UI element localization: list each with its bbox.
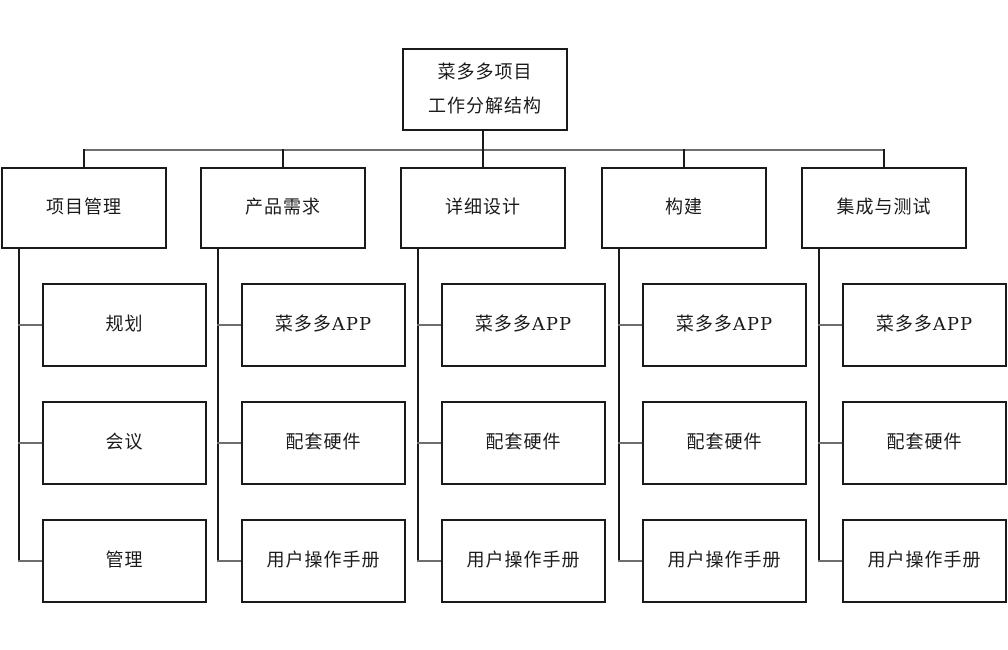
- connector-branch-2-stub-1: [217, 324, 241, 326]
- branch-node-integration-testing: 集成与测试: [801, 167, 967, 249]
- leaf-label: 会议: [105, 432, 144, 453]
- connector-branch-2-stub-2: [217, 442, 241, 444]
- connector-branch-drop-3: [482, 149, 484, 168]
- branch-label: 构建: [665, 197, 703, 218]
- root-title-line2: 工作分解结构: [428, 95, 542, 117]
- connector-branch-1-stub-2: [18, 442, 42, 444]
- connector-branch-5-vertical: [818, 249, 820, 562]
- branch-node-project-management: 项目管理: [1, 167, 167, 249]
- connector-branch-5-stub-2: [818, 442, 842, 444]
- connector-branch-4-vertical: [618, 249, 620, 562]
- branch-label: 项目管理: [46, 197, 122, 218]
- leaf-label: 配套硬件: [285, 432, 362, 453]
- leaf-node: 配套硬件: [842, 401, 1007, 485]
- branch-label: 集成与测试: [836, 197, 932, 218]
- leaf-label: 用户操作手册: [466, 550, 581, 571]
- leaf-label: 用户操作手册: [867, 550, 982, 571]
- leaf-label: 管理: [105, 550, 144, 571]
- branch-node-product-requirements: 产品需求: [200, 167, 366, 249]
- connector-branch-5-stub-1: [818, 324, 842, 326]
- leaf-label: 菜多多APP: [875, 314, 974, 335]
- leaf-node: 规划: [42, 283, 207, 367]
- connector-branch-1-stub-1: [18, 324, 42, 326]
- connector-branch-4-stub-2: [618, 442, 642, 444]
- connector-branch-3-vertical: [417, 249, 419, 562]
- leaf-label: 菜多多APP: [274, 314, 373, 335]
- leaf-label: 规划: [105, 314, 144, 335]
- leaf-node: 用户操作手册: [241, 519, 406, 603]
- connector-branch-drop-5: [883, 149, 885, 168]
- connector-branch-4-stub-1: [618, 324, 642, 326]
- connector-branch-drop-4: [683, 149, 685, 168]
- leaf-node: 用户操作手册: [842, 519, 1007, 603]
- leaf-label: 菜多多APP: [675, 314, 774, 335]
- leaf-node: 菜多多APP: [642, 283, 807, 367]
- connector-root-drop: [482, 131, 484, 151]
- leaf-node: 配套硬件: [241, 401, 406, 485]
- branch-node-detailed-design: 详细设计: [400, 167, 566, 249]
- branch-node-build: 构建: [601, 167, 767, 249]
- connector-branch-2-vertical: [217, 249, 219, 562]
- leaf-label: 配套硬件: [686, 432, 763, 453]
- connector-branch-1-vertical: [18, 249, 20, 562]
- connector-branch-3-stub-1: [417, 324, 441, 326]
- leaf-label: 配套硬件: [886, 432, 963, 453]
- leaf-node: 菜多多APP: [241, 283, 406, 367]
- leaf-node: 用户操作手册: [642, 519, 807, 603]
- leaf-label: 用户操作手册: [667, 550, 782, 571]
- connector-branch-3-stub-3: [417, 560, 441, 562]
- connector-branch-5-stub-3: [818, 560, 842, 562]
- leaf-node: 配套硬件: [441, 401, 606, 485]
- connector-branch-3-stub-2: [417, 442, 441, 444]
- branch-label: 详细设计: [445, 197, 521, 218]
- root-node: 菜多多项目 工作分解结构: [402, 48, 568, 131]
- root-title-line1: 菜多多项目: [437, 61, 533, 83]
- leaf-node: 菜多多APP: [842, 283, 1007, 367]
- connector-branch-2-stub-3: [217, 560, 241, 562]
- leaf-node: 用户操作手册: [441, 519, 606, 603]
- connector-branch-4-stub-3: [618, 560, 642, 562]
- leaf-node: 管理: [42, 519, 207, 603]
- leaf-label: 配套硬件: [485, 432, 562, 453]
- connector-branch-drop-2: [282, 149, 284, 168]
- leaf-node: 会议: [42, 401, 207, 485]
- leaf-label: 菜多多APP: [474, 314, 573, 335]
- leaf-node: 菜多多APP: [441, 283, 606, 367]
- branch-label: 产品需求: [245, 197, 321, 218]
- connector-branch-1-stub-3: [18, 560, 42, 562]
- leaf-node: 配套硬件: [642, 401, 807, 485]
- leaf-label: 用户操作手册: [266, 550, 381, 571]
- connector-main-rail: [83, 149, 885, 151]
- connector-branch-drop-1: [83, 149, 85, 168]
